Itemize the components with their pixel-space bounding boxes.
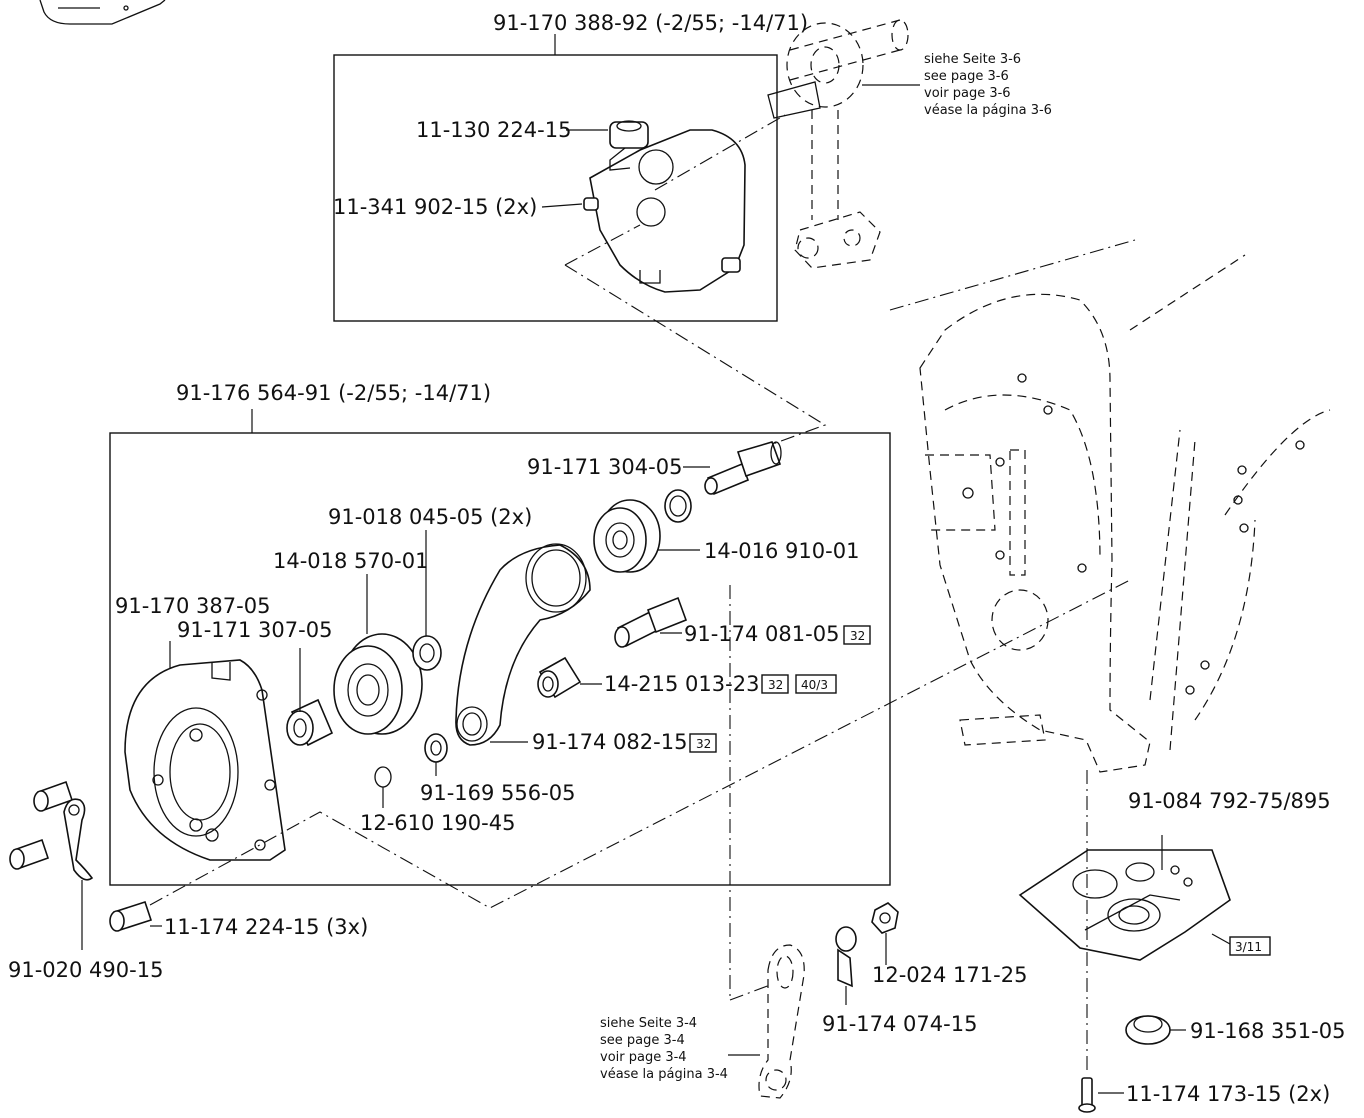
washer-lower xyxy=(424,733,448,763)
screw-left-lower xyxy=(9,838,50,870)
part-label-16: 91-084 792-75/895 xyxy=(1128,789,1331,813)
part-label-13: 12-610 190-45 xyxy=(360,811,515,835)
part-label-14: 11-174 224-15 (3x) xyxy=(164,915,368,939)
machine-housing-reference xyxy=(919,254,1331,773)
eccentric-sleeve-part xyxy=(286,698,334,747)
svg-text:see page 3-6: see page 3-6 xyxy=(924,69,1009,84)
part-label-12: 91-169 556-05 xyxy=(420,781,575,805)
svg-text:32: 32 xyxy=(768,678,783,692)
ref-box-3-11: 3/11 xyxy=(1229,936,1271,956)
part-label-1: 11-130 224-15 xyxy=(416,118,571,142)
hex-nut-part xyxy=(871,902,899,934)
shaft-stub-part xyxy=(704,441,782,496)
bearing-plate-part xyxy=(124,659,286,861)
needle-crank-part xyxy=(583,120,746,293)
crank-pin-part xyxy=(614,596,688,648)
ball-bearing-large xyxy=(333,633,423,735)
part-label-4: 91-018 045-05 (2x) xyxy=(328,505,532,529)
assembly-label-middle: 91-176 564-91 (-2/55; -14/71) xyxy=(176,381,491,405)
retaining-ring xyxy=(374,766,392,788)
part-label-19: 91-168 351-05 xyxy=(1190,1019,1345,1043)
part-label-7: 91-170 387-05 xyxy=(115,594,270,618)
shaft-and-link-reference xyxy=(767,19,909,269)
screw-bottom-right xyxy=(1078,1077,1096,1113)
spring-clip-part xyxy=(63,798,94,881)
svg-text:véase la página 3-6: véase la página 3-6 xyxy=(924,103,1052,118)
page-reference-3-6: siehe Seite 3-6 see page 3-6 voir page 3… xyxy=(924,52,1052,118)
ref-box-40-3: 40/3 xyxy=(795,674,837,694)
spacer-sleeve-part xyxy=(1125,1015,1171,1045)
part-label-8: 91-171 307-05 xyxy=(177,618,332,642)
part-label-9: 91-174 081-05 xyxy=(684,622,839,646)
part-label-17: 12-024 171-25 xyxy=(872,963,1027,987)
ref-box-32-a: 32 xyxy=(843,625,871,645)
svg-text:voir page 3-6: voir page 3-6 xyxy=(924,86,1011,101)
svg-text:véase la página 3-4: véase la página 3-4 xyxy=(600,1067,728,1082)
svg-text:40/3: 40/3 xyxy=(801,678,828,692)
part-label-6: 14-018 570-01 xyxy=(273,549,428,573)
assembly-label-top: 91-170 388-92 (-2/55; -14/71) xyxy=(493,11,808,35)
connecting-rod-part xyxy=(455,543,591,746)
assembly-frame-top xyxy=(333,34,778,322)
assembly-frame-middle xyxy=(109,409,891,886)
svg-text:32: 32 xyxy=(696,737,711,751)
part-label-20: 11-174 173-15 (2x) xyxy=(1126,1082,1330,1106)
svg-text:32: 32 xyxy=(850,629,865,643)
part-label-3: 91-171 304-05 xyxy=(527,455,682,479)
part-label-5: 14-016 910-01 xyxy=(704,539,859,563)
ball-bearing-small xyxy=(593,499,661,573)
page-reference-3-4: siehe Seite 3-4 see page 3-4 voir page 3… xyxy=(600,1016,728,1082)
part-label-2: 11-341 902-15 (2x) xyxy=(333,195,537,219)
svg-text:voir page 3-4: voir page 3-4 xyxy=(600,1050,687,1065)
part-label-18: 91-174 074-15 xyxy=(822,1012,977,1036)
svg-text:3/11: 3/11 xyxy=(1235,940,1262,954)
part-label-10: 14-215 013-23 xyxy=(604,672,759,696)
svg-text:siehe Seite 3-6: siehe Seite 3-6 xyxy=(924,52,1021,67)
washer-top-right xyxy=(664,489,692,523)
corner-plate-fragment xyxy=(39,0,166,25)
svg-text:see page 3-4: see page 3-4 xyxy=(600,1033,685,1048)
needle-bearing-part xyxy=(537,656,582,699)
stop-lever-part xyxy=(835,926,857,988)
axis-lines xyxy=(149,114,1136,1075)
needle-plate-part xyxy=(1018,849,1231,961)
svg-text:siehe Seite 3-4: siehe Seite 3-4 xyxy=(600,1016,697,1031)
part-label-11: 91-174 082-15 xyxy=(532,730,687,754)
ref-box-32-b: 32 xyxy=(761,674,789,694)
lower-link-reference xyxy=(758,944,805,1099)
washer-upper xyxy=(412,635,442,671)
leader-lines xyxy=(81,84,1231,1094)
part-label-15: 91-020 490-15 xyxy=(8,958,163,982)
screw-bottom-left xyxy=(109,900,153,932)
ref-box-32-c: 32 xyxy=(689,733,717,753)
